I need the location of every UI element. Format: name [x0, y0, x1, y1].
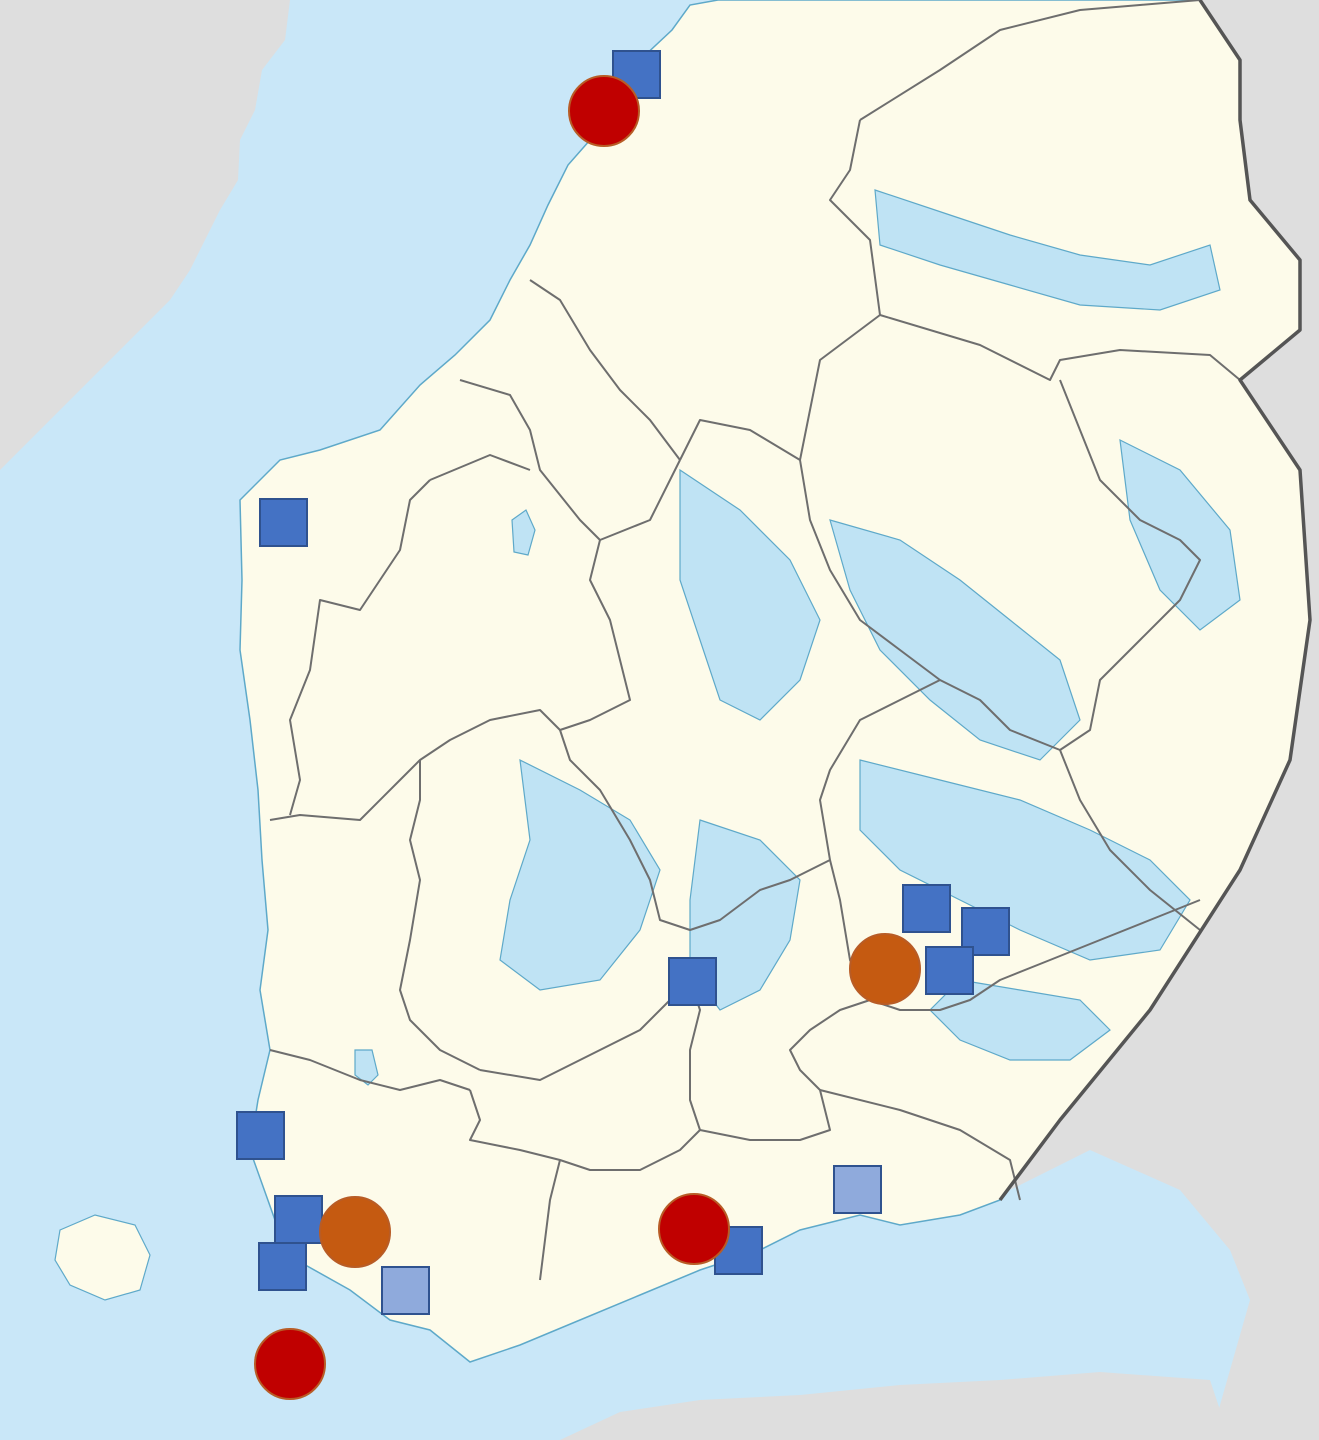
lake	[499, 758, 661, 991]
region-border	[429, 454, 531, 481]
square-marker	[668, 957, 717, 1006]
circle-marker-orange	[319, 1196, 391, 1268]
lake	[354, 1049, 379, 1086]
square-marker	[274, 1195, 323, 1244]
region-border	[799, 379, 1201, 751]
region-border	[289, 479, 431, 816]
region-border	[819, 1089, 1021, 1201]
square-marker	[902, 884, 951, 933]
region-border	[399, 760, 481, 1071]
neighbor-land-south	[560, 1372, 1230, 1440]
region-border	[829, 119, 881, 316]
circle-marker-red	[568, 75, 640, 147]
square-marker	[259, 498, 308, 547]
square-marker-light	[833, 1165, 882, 1214]
lake	[929, 979, 1111, 1061]
region-border	[1059, 749, 1201, 931]
region-border	[269, 539, 631, 821]
circle-marker-red	[658, 1193, 730, 1265]
lake	[874, 189, 1221, 311]
lake	[689, 819, 801, 1011]
square-marker	[258, 1242, 307, 1291]
region-border	[559, 679, 941, 931]
circle-marker-orange	[849, 933, 921, 1005]
square-marker	[236, 1111, 285, 1160]
lake	[1119, 438, 1241, 631]
region-border	[539, 1159, 561, 1281]
region-border	[459, 379, 681, 541]
lake	[511, 509, 536, 556]
square-marker-light	[381, 1266, 430, 1315]
region-border	[699, 899, 1201, 1141]
national-border	[998, 0, 1312, 1202]
lake	[829, 519, 1081, 761]
region-border	[679, 314, 1241, 461]
lakes-layer	[354, 189, 1241, 1086]
neighbor-land-east	[1010, 0, 1319, 1440]
region-border	[859, 0, 1201, 121]
markers-layer	[236, 50, 1010, 1400]
square-marker	[925, 946, 974, 995]
lake	[859, 759, 1191, 961]
region-border	[269, 1049, 471, 1091]
lake	[679, 468, 821, 721]
neighbor-land-west	[0, 0, 290, 470]
region-border	[529, 279, 681, 461]
circle-marker-red	[254, 1328, 326, 1400]
aland-islands	[54, 1214, 151, 1301]
